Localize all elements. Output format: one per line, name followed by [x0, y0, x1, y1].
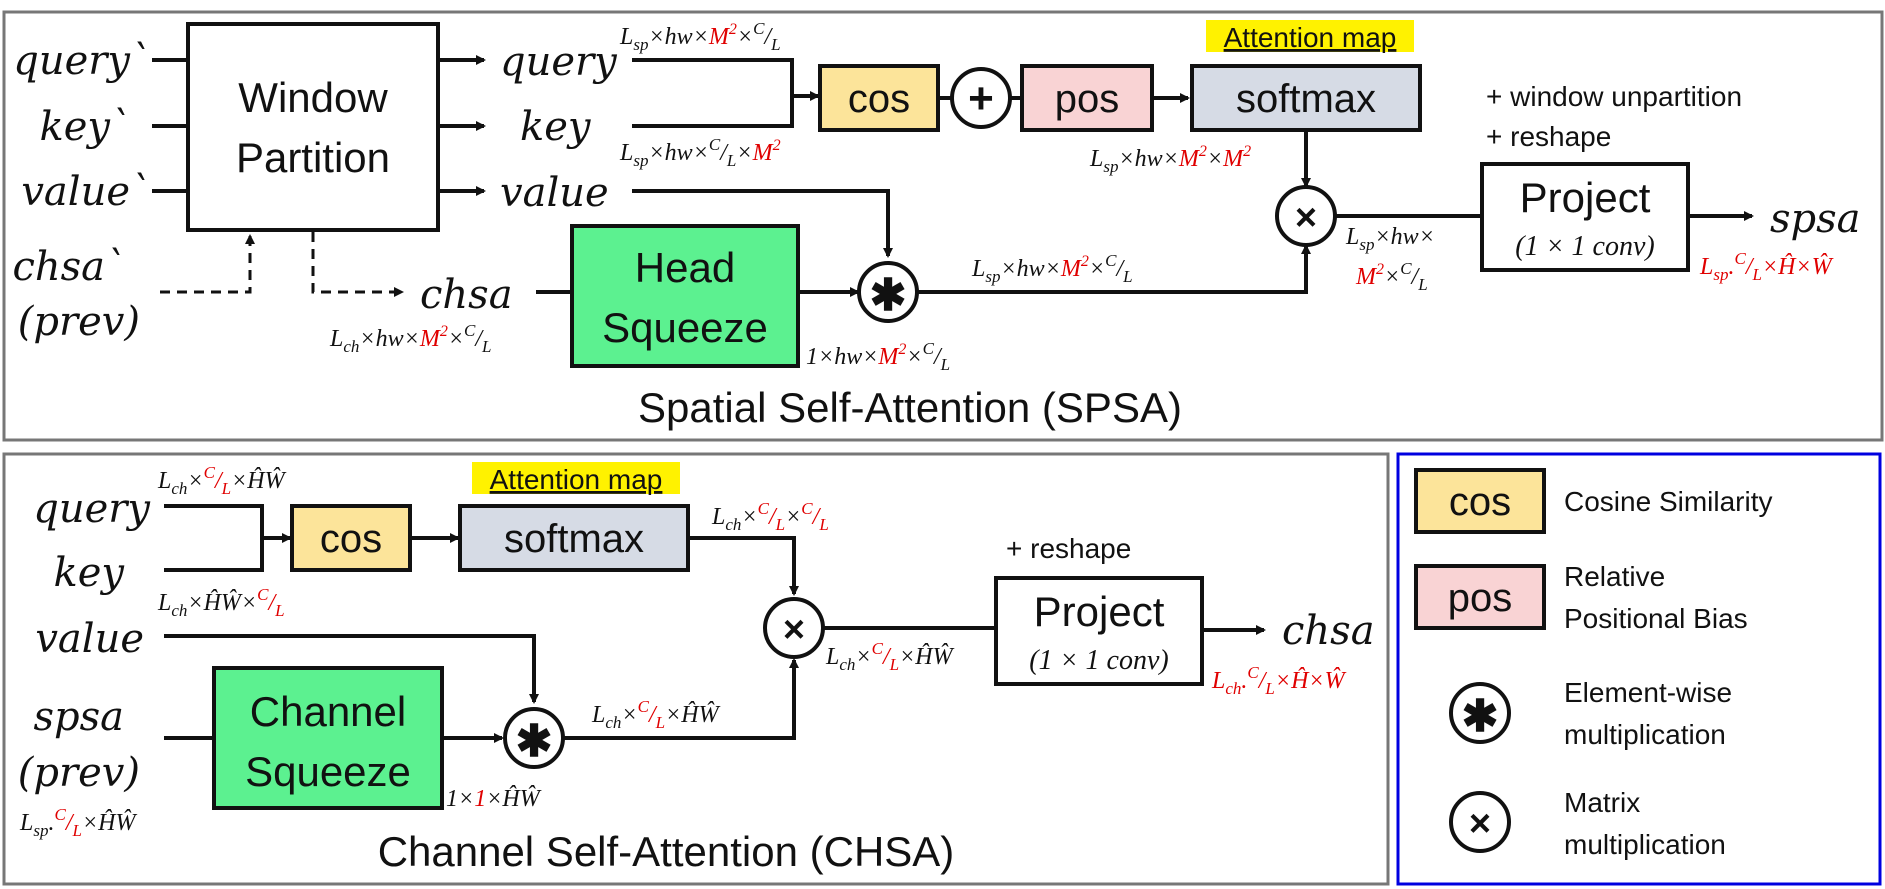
spsa-pos-label: pos [1055, 77, 1120, 121]
chsa-project-box [994, 576, 1204, 686]
spsa-input-value: value` [21, 169, 150, 215]
chsa-input-value: value [35, 616, 144, 662]
spsa-project-sub: (1 × 1 conv) [1515, 231, 1654, 262]
spsa-project-label: Project [1520, 174, 1651, 221]
chsa-input-spsa-prev: spsa [33, 694, 124, 740]
spsa-reshape-note: + reshape [1486, 121, 1611, 152]
spsa-input-key: key` [39, 104, 130, 150]
head-squeeze-label-1: Head [635, 244, 735, 291]
dim-channel-squeeze: 1×1×ĤŴ [446, 785, 542, 812]
spsa-query-label: query [500, 39, 618, 85]
chsa-cos-label: cos [320, 517, 382, 561]
spsa-input-query: query` [13, 38, 150, 84]
spsa-unpartition-note: + window unpartition [1486, 81, 1742, 112]
legend-pos-text-1: Relative [1564, 561, 1665, 592]
dim-chsa: Lch×hw×M2×C/L [329, 321, 492, 356]
spsa-input-prev: (prev) [18, 299, 140, 345]
legend-cos-symbol: cos [1449, 480, 1511, 524]
spsa-input-chsa-prev: chsa` [12, 244, 125, 290]
head-squeeze-box [570, 224, 800, 368]
chsa-matmul-symbol: × [783, 609, 805, 651]
chsa-input-key: key [53, 550, 125, 596]
spsa-attention-map-highlight [1206, 20, 1414, 52]
chsa-input-prev: (prev) [18, 750, 140, 796]
legend-pos-symbol: pos [1448, 576, 1513, 620]
channel-squeeze-label-2: Squeeze [245, 748, 411, 795]
chsa-softmax-label: softmax [504, 517, 644, 561]
legend-matmul-text-1: Matrix [1564, 787, 1640, 818]
head-squeeze-label-2: Squeeze [602, 304, 768, 351]
chsa-attention-map-label: Attention map [490, 464, 663, 495]
spsa-output-label: spsa [1770, 196, 1861, 242]
chsa-input-query: query [33, 486, 151, 532]
legend-elementwise-text-2: multiplication [1564, 719, 1726, 750]
legend-elementwise-icon [1449, 682, 1511, 744]
spsa-title: Spatial Self-Attention (SPSA) [638, 384, 1182, 431]
dim-chsa-output: Lch.C/L×Ĥ×Ŵ [1211, 663, 1347, 698]
legend-elementwise-symbol: ✱ [1462, 692, 1499, 741]
legend-elementwise-text-1: Element-wise [1564, 677, 1732, 708]
channel-squeeze-box [212, 666, 444, 810]
window-partition-label-2: Partition [236, 134, 390, 181]
dim-matmul-out-1: Lsp×hw× [1345, 224, 1435, 254]
spsa-softmax-label: softmax [1236, 77, 1376, 121]
window-partition-label-1: Window [238, 74, 388, 121]
spsa-elementwise-symbol: ✱ [870, 271, 907, 320]
legend-pos-box [1414, 564, 1546, 630]
spsa-attention-map-label: Attention map [1224, 22, 1397, 53]
chsa-elementwise-symbol: ✱ [516, 717, 553, 766]
spsa-matmul-symbol: × [1295, 197, 1317, 239]
spsa-project-box [1480, 162, 1690, 272]
dim-matmul-out-2: M2×C/L [1355, 259, 1428, 294]
chsa-output-label: chsa [1282, 608, 1375, 654]
spsa-key-label: key [520, 104, 592, 150]
legend-matmul-symbol: × [1469, 803, 1491, 845]
chsa-reshape-note: + reshape [1006, 533, 1131, 564]
spsa-pos-box [1020, 64, 1154, 132]
legend-pos-text-2: Positional Bias [1564, 603, 1748, 634]
legend-cos-box [1414, 468, 1546, 534]
legend-cos-text: Cosine Similarity [1564, 486, 1773, 517]
legend-matmul-icon [1449, 791, 1511, 853]
dim-head-squeeze: 1×hw×M2×C/L [806, 339, 950, 374]
chsa-attention-map-highlight [472, 462, 680, 494]
chsa-project-label: Project [1034, 588, 1165, 635]
spsa-plus-symbol: + [968, 74, 994, 123]
spsa-value-label: value [500, 170, 609, 216]
legend-matmul-text-2: multiplication [1564, 829, 1726, 860]
chsa-project-sub: (1 × 1 conv) [1029, 645, 1168, 676]
spsa-cos-label: cos [848, 77, 910, 121]
channel-squeeze-label-1: Channel [250, 688, 406, 735]
chsa-title: Channel Self-Attention (CHSA) [378, 828, 955, 875]
dim-spsa-output: Lsp.C/L×Ĥ×Ŵ [1699, 249, 1834, 284]
spsa-softmax-box [1190, 64, 1422, 132]
spsa-chsa-label: chsa [420, 272, 513, 318]
window-partition-box [186, 22, 440, 232]
chsa-softmax-box [458, 504, 690, 572]
